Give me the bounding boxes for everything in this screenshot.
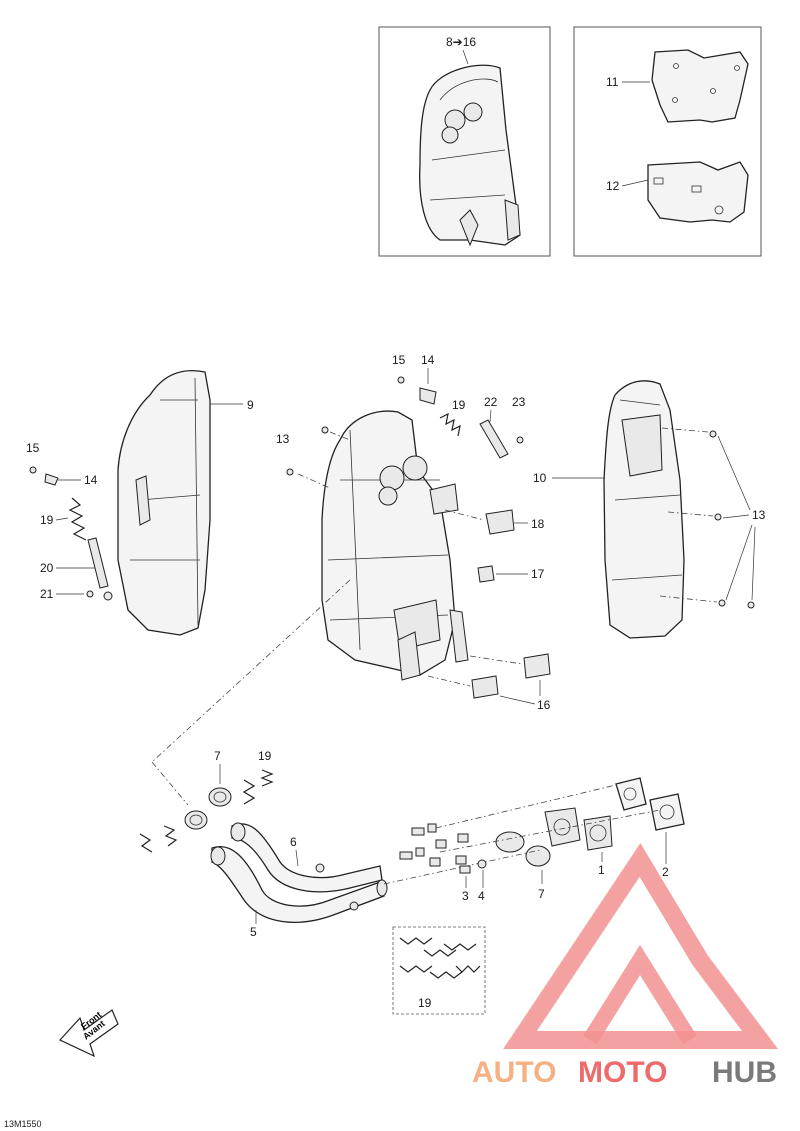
callout-23: 23 bbox=[512, 395, 526, 409]
callout-19-top: 19 bbox=[452, 398, 466, 412]
callout-11: 11 bbox=[606, 75, 619, 89]
callout-14-left: 14 bbox=[84, 473, 98, 487]
callout-19-kit: 19 bbox=[418, 996, 432, 1010]
spring-kit-19: 19 bbox=[392, 926, 486, 1015]
front-direction-arrow: Front Avant bbox=[59, 1009, 119, 1058]
rubber-mount-18 bbox=[485, 509, 515, 535]
callout-7-left: 7 bbox=[214, 749, 221, 763]
watermark-hub: HUB bbox=[712, 1056, 777, 1089]
drawing-code: 13M1550 bbox=[4, 1119, 42, 1129]
callout-18: 18 bbox=[531, 517, 545, 531]
watermark-logo: AUTO MOTO HUB bbox=[472, 843, 778, 1089]
callout-3: 3 bbox=[462, 889, 469, 903]
callout-13-left: 13 bbox=[276, 432, 290, 446]
callout-21: 21 bbox=[40, 587, 54, 601]
callout-19-left: 19 bbox=[40, 513, 54, 527]
callout-13-right: 13 bbox=[752, 508, 766, 522]
exhaust-pipe-5 bbox=[211, 846, 385, 923]
bolts-and-nuts: 3 4 bbox=[399, 823, 487, 903]
callout-4: 4 bbox=[478, 889, 485, 903]
pipe-springs-and-rings: 7 19 bbox=[139, 749, 274, 853]
callout-20: 20 bbox=[40, 561, 54, 575]
callout-2: 2 bbox=[662, 865, 669, 879]
inset-heat-shields: 11 12 bbox=[573, 26, 762, 257]
grommet-17 bbox=[477, 565, 495, 583]
gasket-11 bbox=[651, 49, 749, 123]
watermark-auto: AUTO bbox=[472, 1056, 556, 1089]
callout-5: 5 bbox=[250, 925, 257, 939]
inset-label: 8➔16 bbox=[446, 35, 476, 49]
exhaust-pipes: 5 6 bbox=[210, 822, 388, 939]
left-hardware: 15 14 19 20 21 bbox=[26, 441, 113, 601]
muffler-body bbox=[321, 410, 469, 681]
inset-muffler-assembly: 8➔16 bbox=[378, 26, 551, 257]
seal-ring bbox=[208, 787, 232, 807]
watermark-moto: MOTO bbox=[578, 1056, 667, 1089]
callout-9: 9 bbox=[247, 398, 254, 412]
heat-shield-10: 10 13 bbox=[533, 380, 766, 639]
callout-14-top: 14 bbox=[421, 353, 435, 367]
callout-16: 16 bbox=[537, 698, 551, 712]
callout-7-right: 7 bbox=[538, 887, 545, 901]
callout-12: 12 bbox=[606, 179, 620, 193]
gasket-2 bbox=[649, 793, 685, 831]
gasket-1 bbox=[615, 777, 647, 811]
callout-6: 6 bbox=[290, 835, 297, 849]
callout-15-top: 15 bbox=[392, 353, 406, 367]
callout-15-left: 15 bbox=[26, 441, 40, 455]
heat-shield-9: 9 bbox=[117, 369, 254, 636]
muffler-hardware: 15 14 19 22 23 13 18 17 16 bbox=[276, 353, 551, 712]
callout-1: 1 bbox=[598, 863, 605, 877]
callout-19-mid: 19 bbox=[258, 749, 272, 763]
exhaust-flanges: 7 1 2 bbox=[383, 777, 685, 901]
callout-22: 22 bbox=[484, 395, 498, 409]
callout-10: 10 bbox=[533, 471, 547, 485]
callout-17: 17 bbox=[531, 567, 545, 581]
